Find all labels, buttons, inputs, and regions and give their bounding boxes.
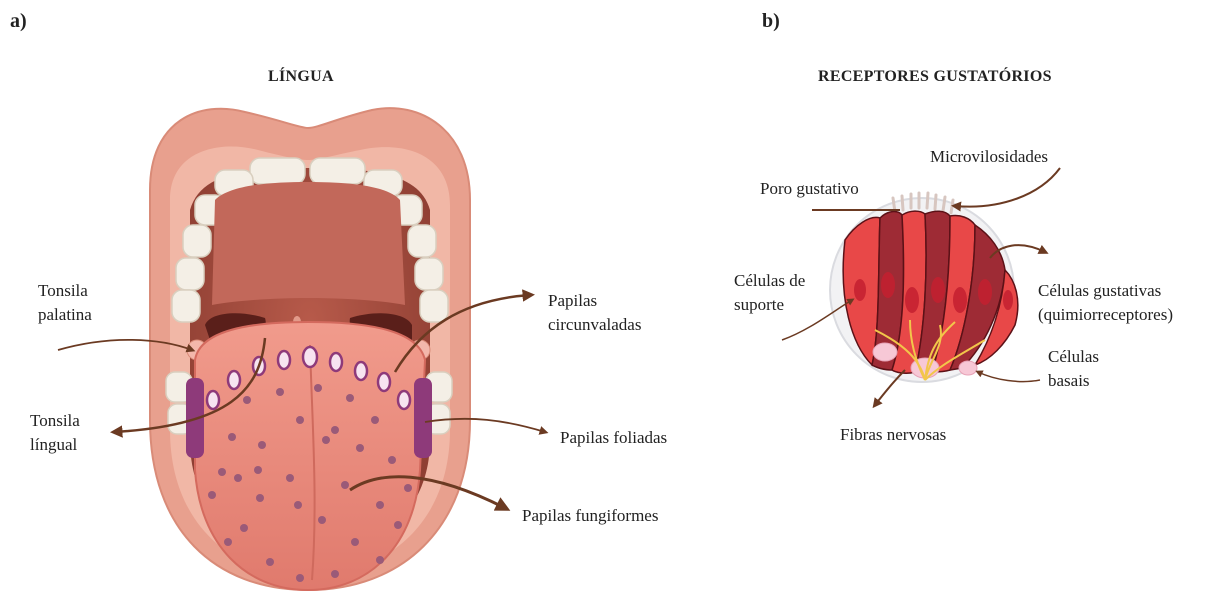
label-papilas-fungiformes: Papilas fungiformes bbox=[522, 505, 658, 527]
label-papilas-circunvaladas-1: Papilas bbox=[548, 290, 597, 312]
label-celulas-basais-1: Células bbox=[1048, 346, 1099, 368]
label-fibras-nervosas: Fibras nervosas bbox=[840, 424, 946, 446]
label-microvilosidades: Microvilosidades bbox=[930, 146, 1048, 168]
taste-bud-illustration bbox=[830, 193, 1018, 382]
label-celulas-suporte-2: suporte bbox=[734, 294, 784, 316]
label-tonsila-palatina-2: palatina bbox=[38, 304, 92, 326]
label-tonsila-lingual-2: língual bbox=[30, 434, 77, 456]
label-celulas-basais-2: basais bbox=[1048, 370, 1090, 392]
label-tonsila-lingual-1: Tonsila bbox=[30, 410, 80, 432]
label-papilas-circunvaladas-2: circunvaladas bbox=[548, 314, 641, 336]
label-celulas-gustativas-1: Células gustativas bbox=[1038, 280, 1161, 302]
label-papilas-foliadas: Papilas foliadas bbox=[560, 427, 667, 449]
mouth-illustration bbox=[150, 108, 470, 590]
label-poro-gustativo: Poro gustativo bbox=[760, 178, 859, 200]
label-celulas-suporte-1: Células de bbox=[734, 270, 805, 292]
label-tonsila-palatina-1: Tonsila bbox=[38, 280, 88, 302]
label-celulas-gustativas-2: (quimiorreceptores) bbox=[1038, 304, 1173, 326]
